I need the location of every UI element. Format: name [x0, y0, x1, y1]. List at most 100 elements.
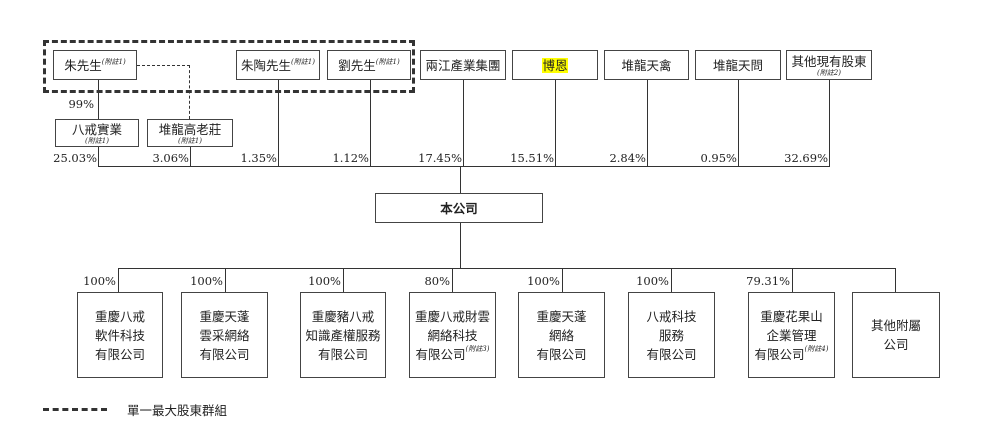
shareholder-name: 兩江產業集團 — [425, 57, 501, 73]
shareholder-box[interactable]: 堆龍天問 — [695, 50, 781, 80]
shareholder-name: 其他現有股東 — [791, 53, 867, 69]
connector-line — [343, 268, 344, 292]
subsidiary-name-text: 有限公司 — [754, 346, 805, 362]
shareholder-box[interactable]: 堆龍天禽 — [604, 50, 689, 80]
subsidiary-name-text: 重慶八戒 — [94, 308, 145, 324]
connector-line — [460, 223, 461, 268]
shareholder-box[interactable]: 朱先生(附註1) — [53, 50, 137, 80]
subsidiary-name-text: 有限公司 — [415, 346, 466, 362]
shareholder-name-row: 博恩 — [542, 57, 568, 73]
holding-pct: 15.51% — [510, 151, 554, 165]
subsidiary-name-line: 雲采網絡 — [199, 326, 249, 345]
shareholder-bus-line — [98, 166, 830, 167]
subsidiary-name-text: 八戒科技 — [646, 308, 697, 324]
shareholder-box[interactable]: 朱陶先生(附註1) — [236, 50, 320, 80]
subsidiary-name-text: 軟件科技 — [94, 327, 145, 343]
shareholder-name-row: 劉先生(附註1) — [338, 58, 399, 73]
subsidiary-name-text: 重慶八戒財雲 — [414, 308, 490, 324]
subsidiary-pct: 100% — [636, 274, 669, 288]
holding-pct: 1.35% — [240, 151, 277, 165]
subsidiary-name-text: 有限公司 — [94, 346, 145, 362]
holding-pct: 32.69% — [784, 151, 828, 165]
note-ref: (附註3) — [465, 344, 490, 353]
subsidiary-bus-line — [118, 268, 896, 269]
shareholder-box[interactable]: 兩江產業集團 — [420, 50, 506, 80]
shareholder-name-row: 兩江產業集團 — [425, 58, 500, 73]
holding-pct: 3.06% — [152, 151, 189, 165]
shareholder-box[interactable]: 劉先生(附註1) — [327, 50, 411, 80]
subsidiary-pct: 80% — [424, 274, 450, 288]
connector-line — [118, 268, 119, 292]
subsidiary-name-line: 有限公司 — [318, 345, 368, 364]
shareholder-name: 博恩 — [542, 57, 568, 73]
subsidiary-name-line: 有限公司(附註3) — [416, 345, 490, 364]
subsidiary-box[interactable]: 其他附屬公司 — [852, 292, 940, 378]
subsidiary-name-text: 有限公司 — [536, 346, 587, 362]
subsidiary-name-line: 有限公司 — [95, 345, 145, 364]
subsidiary-box[interactable]: 重慶天蓬雲采網絡有限公司 — [181, 292, 268, 378]
legend-label: 單一最大股東群組 — [127, 403, 228, 418]
note-ref: (附註4) — [804, 344, 829, 353]
subsidiary-box[interactable]: 重慶花果山企業管理有限公司(附註4) — [748, 292, 835, 378]
subsidiary-name-text: 雲采網絡 — [199, 327, 250, 343]
connector-line — [738, 80, 739, 166]
connector-line — [671, 268, 672, 292]
note-ref: (附註2) — [817, 68, 841, 77]
shareholder-name-row: 朱陶先生(附註1) — [241, 58, 315, 73]
shareholder-box[interactable]: 其他現有股東(附註2) — [786, 50, 872, 80]
subsidiary-name-text: 其他附屬 — [870, 318, 921, 333]
subsidiary-name-text: 服務 — [658, 327, 684, 343]
connector-line — [792, 268, 793, 292]
connector-line — [370, 80, 371, 166]
note-ref: (附註1) — [375, 57, 400, 66]
subsidiary-pct: 100% — [83, 274, 116, 288]
subsidiary-name-text: 企業管理 — [766, 327, 817, 343]
subsidiary-box[interactable]: 八戒科技服務有限公司 — [628, 292, 715, 378]
subsidiary-box[interactable]: 重慶八戒財雲網絡科技有限公司(附註3) — [409, 292, 496, 378]
shareholder-box[interactable]: 博恩 — [512, 50, 598, 80]
company-name: 本公司 — [440, 200, 478, 216]
subsidiary-box[interactable]: 重慶天蓬網絡有限公司 — [518, 292, 605, 378]
pct-label: 99% — [68, 97, 94, 111]
subsidiary-name-line: 重慶八戒財雲 — [415, 307, 490, 326]
subsidiary-name-line: 重慶豬八戒 — [312, 307, 375, 326]
intermediate-box[interactable]: 堆龍高老莊(附註1) — [147, 119, 233, 147]
connector-line — [98, 147, 99, 166]
subsidiary-name-text: 重慶天蓬 — [199, 308, 250, 324]
subsidiary-box[interactable]: 重慶豬八戒知識產權服務有限公司 — [300, 292, 386, 378]
shareholder-name: 堆龍天禽 — [621, 57, 672, 73]
subsidiary-name-line: 重慶花果山 — [760, 307, 823, 326]
holding-pct: 25.03% — [53, 151, 97, 165]
subsidiary-pct: 79.31% — [746, 274, 790, 288]
connector-line — [555, 80, 556, 166]
subsidiary-name-text: 網絡科技 — [427, 327, 478, 343]
subsidiary-name-line: 網絡科技 — [427, 326, 477, 345]
company-box[interactable]: 本公司 — [375, 193, 543, 223]
shareholder-name: 朱先生 — [64, 57, 102, 73]
note-ref: (附註1) — [178, 136, 202, 145]
subsidiary-name-text: 有限公司 — [317, 346, 368, 362]
holding-pct: 2.84% — [609, 151, 646, 165]
connector-line — [829, 80, 830, 166]
subsidiary-name-line: 有限公司 — [199, 345, 249, 364]
shareholder-name: 朱陶先生 — [241, 57, 292, 73]
subsidiary-name-text: 知識產權服務 — [305, 327, 381, 343]
subsidiary-box[interactable]: 重慶八戒軟件科技有限公司 — [77, 292, 163, 378]
largest-shareholder-group-border — [43, 40, 415, 93]
subsidiary-name-text: 重慶豬八戒 — [311, 308, 375, 324]
connector-line — [895, 268, 896, 292]
subsidiary-name-line: 服務 — [659, 326, 684, 345]
holding-pct: 17.45% — [418, 151, 462, 165]
subsidiary-name-line: 重慶天蓬 — [536, 307, 586, 326]
intermediate-name: 八戒實業 — [71, 121, 122, 137]
shareholder-name-row: 堆龍天問 — [713, 58, 763, 73]
subsidiary-name-line: 有限公司 — [536, 345, 586, 364]
subsidiary-name-line: 知識產權服務 — [305, 326, 380, 345]
connector-line — [98, 80, 99, 119]
subsidiary-name-line: 有限公司(附註4) — [755, 345, 829, 364]
subsidiary-name-line: 軟件科技 — [95, 326, 145, 345]
intermediate-name: 堆龍高老莊 — [158, 121, 222, 137]
holding-pct: 0.95% — [700, 151, 737, 165]
shareholder-name-row: 其他現有股東 — [791, 54, 866, 69]
intermediate-box[interactable]: 八戒實業(附註1) — [55, 119, 139, 147]
